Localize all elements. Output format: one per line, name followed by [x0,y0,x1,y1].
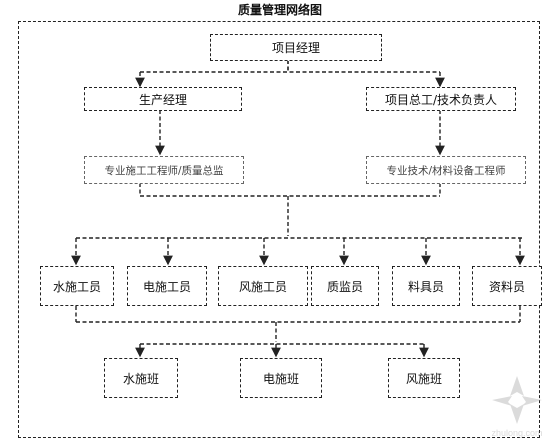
watermark-text: zhulong.com [491,428,542,438]
box-duct-worker: 风施工员 [218,266,308,306]
box-project-manager: 项目经理 [210,34,382,61]
box-document-clerk: 资料员 [472,266,542,306]
box-inspector: 质监员 [311,266,379,306]
box-technical-engineer: 专业技术/材料设备工程师 [366,156,526,184]
box-duct-team: 风施班 [388,358,460,398]
chart-title: 质量管理网络图 [237,3,322,17]
box-electric-worker: 电施工员 [127,266,207,306]
box-water-worker: 水施工员 [40,266,114,306]
box-electric-team: 电施班 [240,358,322,398]
watermark-logo: zhulong.com [491,376,543,438]
box-material-clerk: 料具员 [392,266,460,306]
outer-frame [18,21,540,438]
box-chief-engineer: 项目总工/技术负责人 [366,87,516,111]
box-construction-engineer: 专业施工工程师/质量总监 [84,156,244,184]
box-production-manager: 生产经理 [84,87,242,111]
box-water-team: 水施班 [104,358,178,398]
